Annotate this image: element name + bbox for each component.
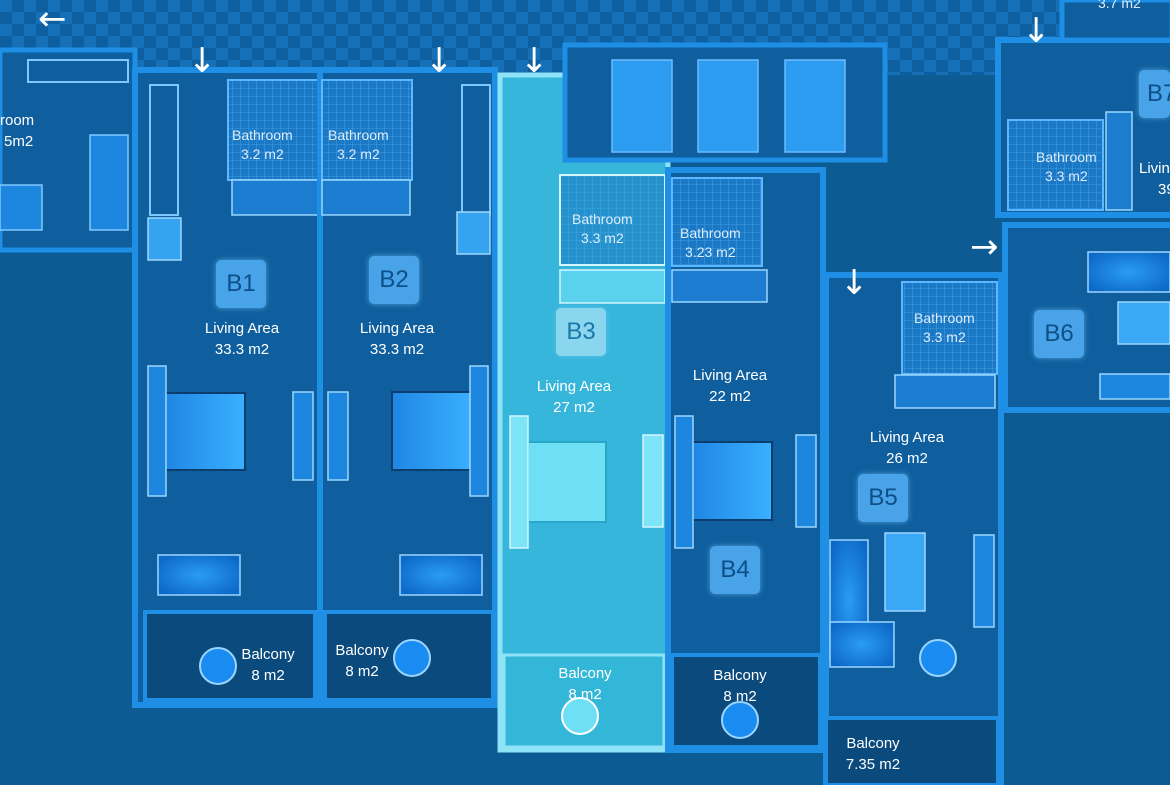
entry-arrow-down-icon: ↓ (840, 263, 869, 303)
unit-badge-b5[interactable]: B5 (858, 474, 908, 522)
unit-b1[interactable] (132, 67, 323, 708)
partial-left-room-label: room 5m2 (0, 112, 35, 150)
unit-b7[interactable] (995, 0, 1170, 218)
unit-b4[interactable] (665, 167, 826, 753)
light-wells (562, 42, 888, 163)
living-label-b7: Livin39 (1139, 160, 1170, 198)
partial-top-right-area: 3.7 m2 (1098, 0, 1141, 11)
unit-badge-b1[interactable]: B1 (216, 260, 266, 308)
unit-badge-b2[interactable]: B2 (369, 256, 419, 304)
entry-arrow-down-icon: ↓ (1022, 11, 1051, 51)
entry-arrow-left-icon: ← (38, 0, 67, 39)
entry-arrow-down-icon: ↓ (188, 41, 217, 81)
unit-b6[interactable] (1002, 222, 1170, 413)
unit-b2[interactable] (317, 67, 498, 708)
unit-b3[interactable] (497, 72, 671, 753)
partial-left-room[interactable] (0, 47, 138, 253)
entry-arrow-down-icon: ↓ (520, 41, 549, 81)
entry-arrow-right-icon: → (970, 227, 999, 267)
unit-b5[interactable] (823, 272, 1004, 785)
unit-badge-b6[interactable]: B6 (1034, 310, 1084, 358)
unit-badge-b4[interactable]: B4 (710, 546, 760, 594)
unit-badge-b3[interactable]: B3 (556, 308, 606, 356)
entry-arrow-down-icon: ↓ (425, 41, 454, 81)
unit-badge-b7[interactable]: B7 (1139, 70, 1170, 118)
